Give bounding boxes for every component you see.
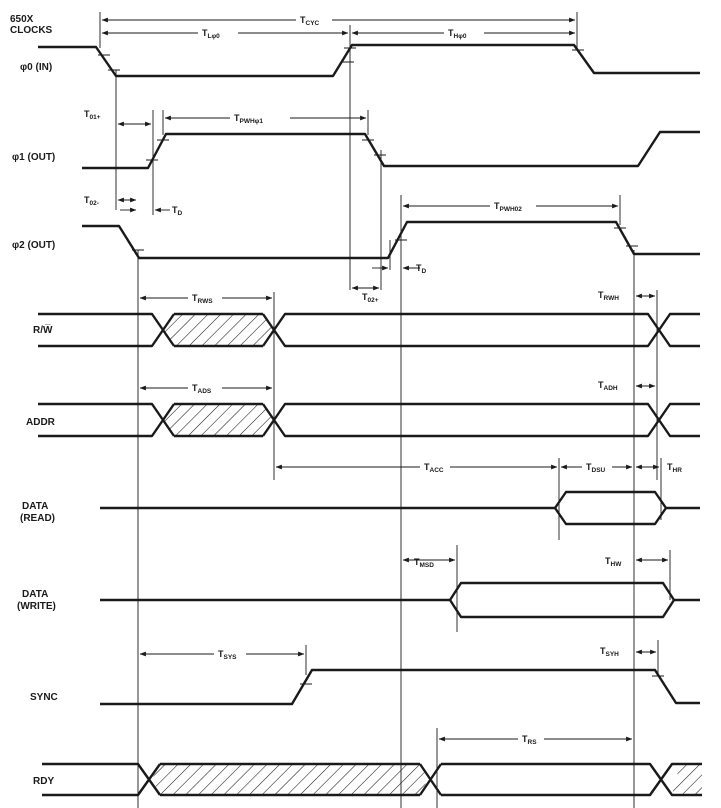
waveform-data-write — [100, 581, 700, 619]
waveform-data-read — [100, 490, 700, 526]
header-label: 650X CLOCKS — [10, 14, 53, 36]
waveform-phi2 — [82, 220, 700, 260]
signal-label-addr: ADDR — [26, 417, 56, 428]
label-tsys: TSYS — [218, 649, 237, 661]
signal-label-phi1: φ1 (OUT) — [12, 152, 55, 163]
label-tlphi0: TLφ0 — [202, 28, 220, 40]
label-trws: TRWS — [192, 293, 213, 305]
waveform-sync — [100, 668, 700, 706]
label-thphi0: THφ0 — [448, 28, 467, 40]
label-trs: TRS — [522, 734, 537, 746]
header-line2: CLOCKS — [10, 25, 53, 36]
label-t02m: T02- — [84, 195, 99, 207]
signal-label-phi0: φ0 (IN) — [20, 62, 52, 73]
signal-label-sync: SYNC — [30, 692, 58, 703]
signal-label-phi2: φ2 (OUT) — [12, 240, 55, 251]
label-tcyc: TCYC — [300, 15, 320, 27]
label-tadh: TADH — [598, 380, 618, 392]
label-thw: THW — [605, 556, 622, 568]
label-tmsd: TMSD — [414, 557, 434, 569]
waveform-phi0 — [38, 43, 700, 78]
waveform-addr — [38, 402, 700, 438]
signal-label-data-write-2: (WRITE) — [17, 601, 56, 612]
waveform-phi1 — [82, 130, 700, 170]
transition-ticks — [98, 47, 664, 685]
label-td-1: TD — [172, 205, 183, 217]
waveform-rw — [38, 312, 700, 348]
label-t01: T01+ — [84, 109, 101, 121]
timing-arrows — [101, 17, 669, 742]
label-td-2: TD — [416, 263, 427, 275]
label-trwh: TRWH — [598, 290, 619, 302]
signal-label-data-read-1: DATA — [22, 501, 48, 512]
label-tdsu: TDSU — [586, 462, 606, 474]
timing-labels: TCYC TLφ0 THφ0 T01+ TPWHφ1 T02- TD TPWH0… — [84, 12, 682, 746]
label-t02p: T02+ — [362, 292, 379, 304]
label-tpwh1: TPWHφ1 — [234, 113, 263, 125]
signal-label-data-read-2: (READ) — [20, 513, 55, 524]
label-tpwh2: TPWH02 — [494, 201, 522, 213]
label-tsyh: TSYH — [600, 646, 619, 658]
label-thr: THR — [667, 462, 682, 474]
waveform-rdy — [42, 762, 702, 797]
signal-label-rdy: RDY — [33, 776, 54, 787]
signal-label-rw: R/W̅ — [33, 324, 53, 336]
label-tads: TADS — [192, 383, 212, 395]
signal-label-data-write-1: DATA — [22, 589, 48, 600]
label-tacc: TACC — [424, 462, 444, 474]
header-line1: 650X — [10, 14, 34, 25]
